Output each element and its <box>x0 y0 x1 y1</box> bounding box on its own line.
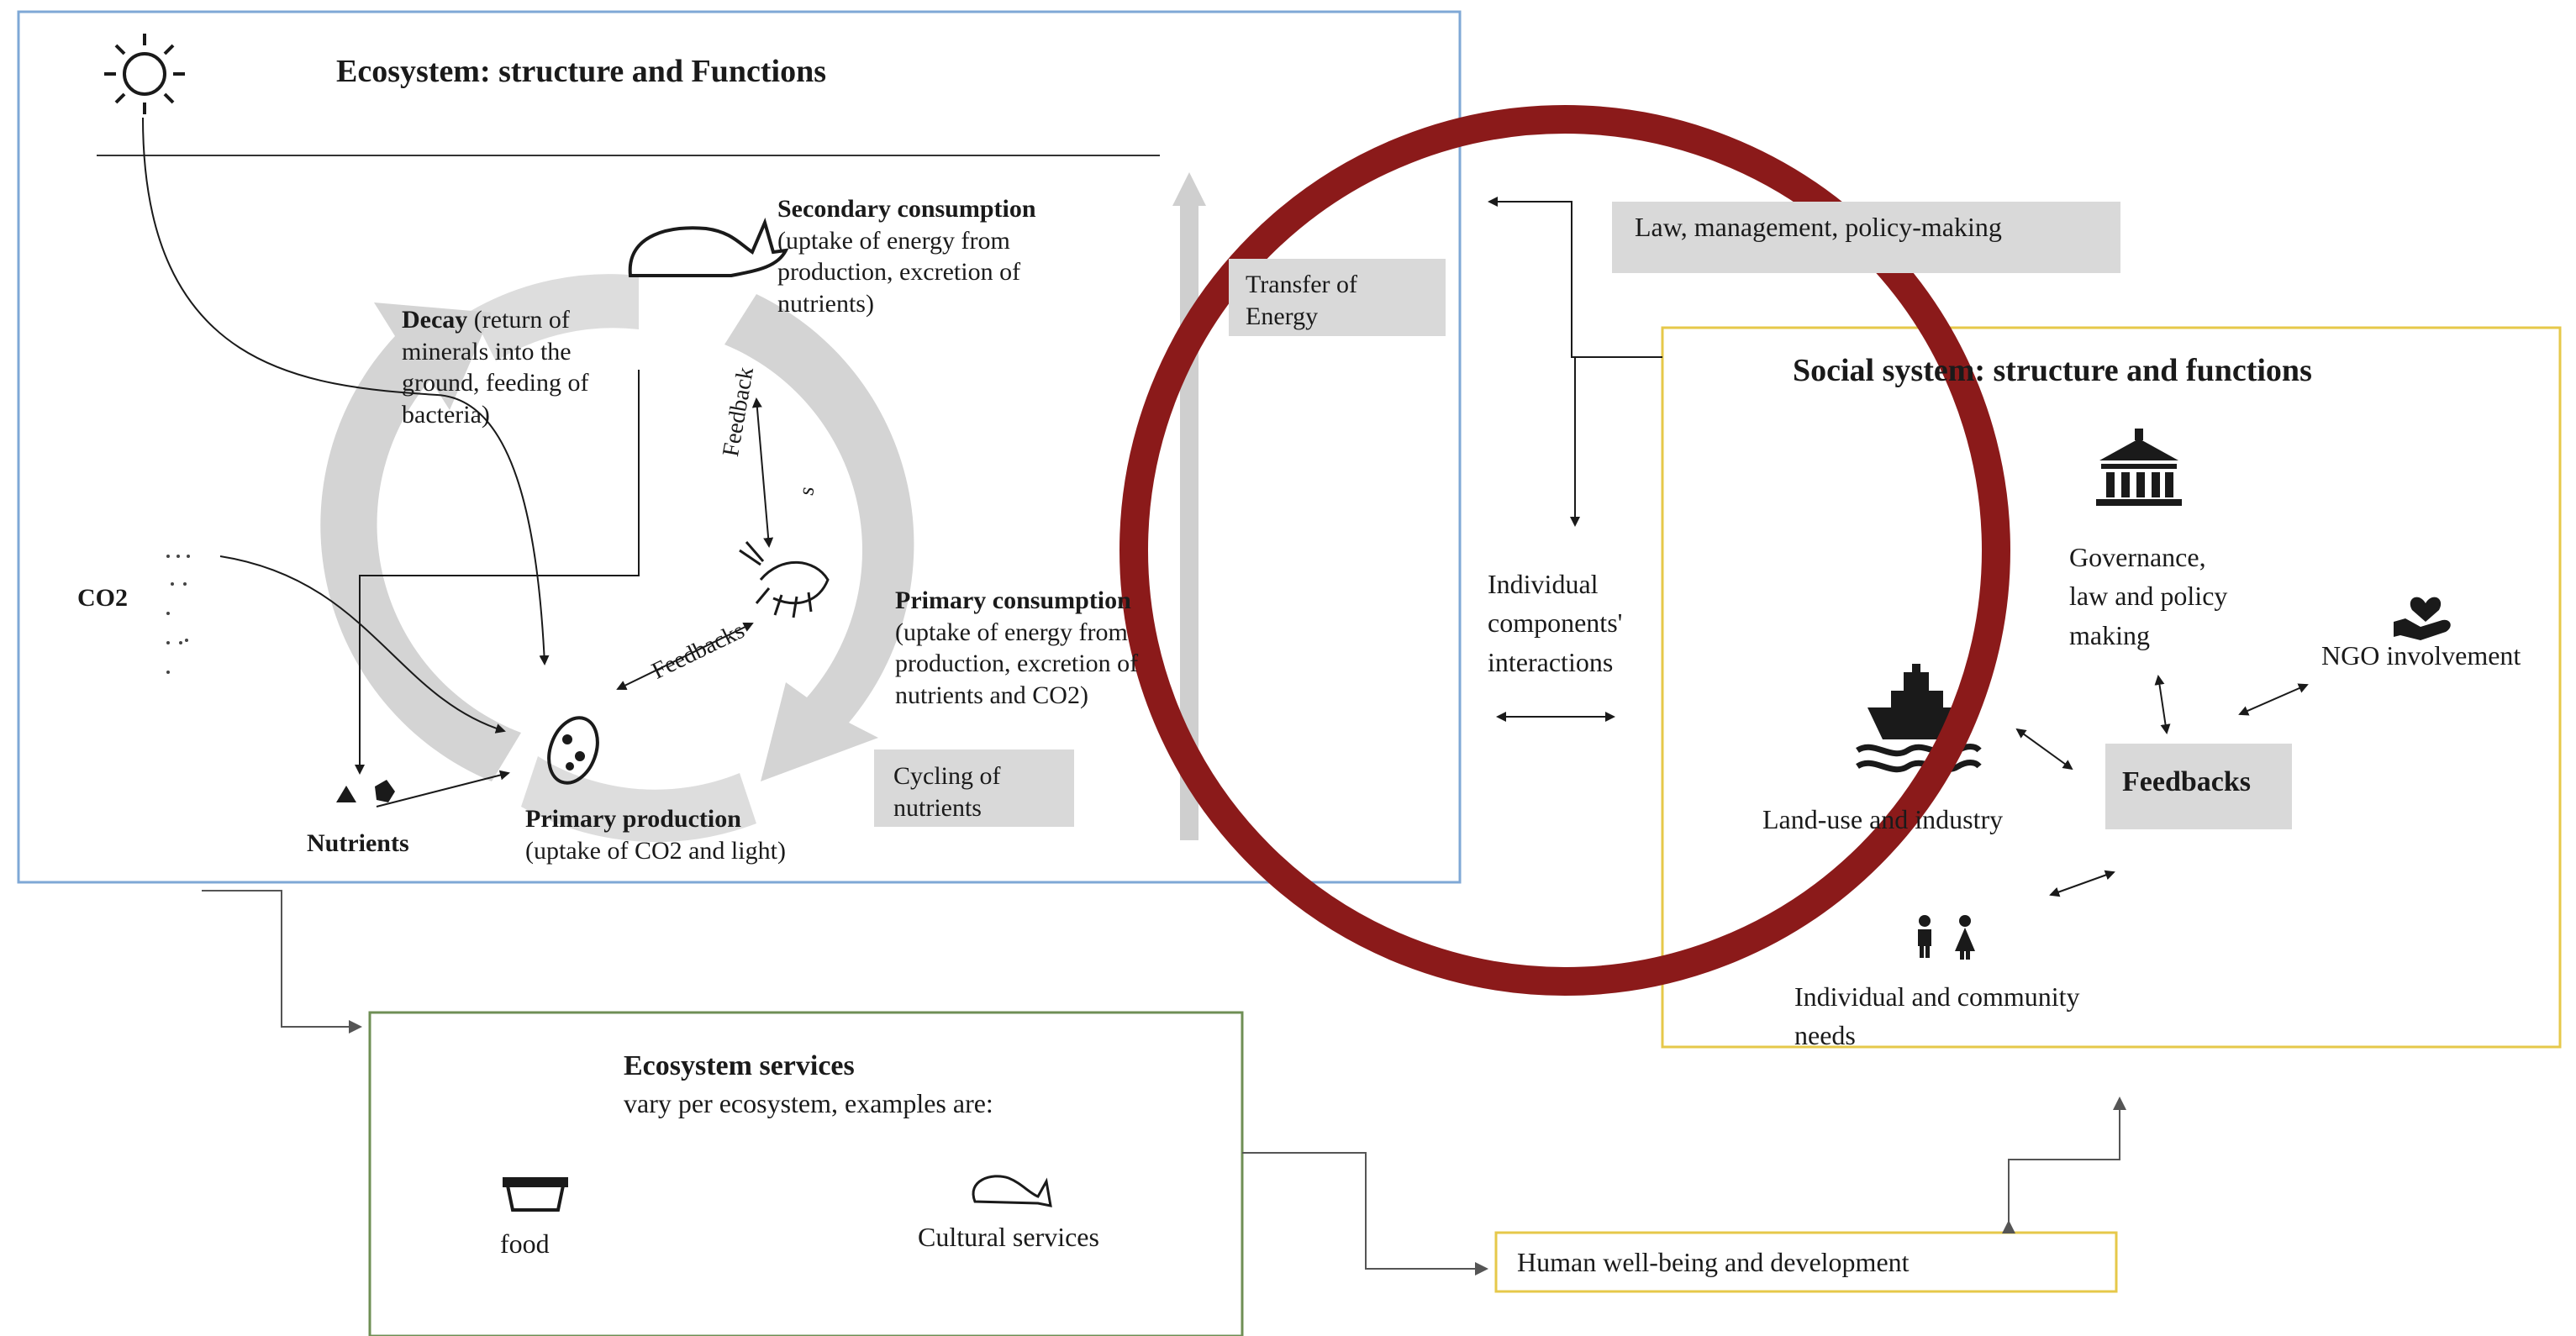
social-system-box <box>1661 326 2562 1049</box>
interactions-line-3: interactions <box>1488 646 1614 677</box>
whale-icon <box>628 218 789 277</box>
primary-production-label: Primary production (uptake of CO2 and li… <box>525 803 786 866</box>
ecosystem-box <box>17 10 1462 884</box>
wellbeing-to-social-line <box>2002 1097 2126 1233</box>
transfer-energy-label: Transfer of Energy <box>1246 269 1357 332</box>
governance-line-3: making <box>2069 619 2150 650</box>
feedbacks-box <box>2105 744 2292 829</box>
primary-production-line-1: (uptake of CO2 and light) <box>525 836 786 865</box>
nutrient-shapes-icon <box>336 780 395 802</box>
interactions-line-1: Individual <box>1488 569 1599 599</box>
social-to-law-line <box>1488 197 1662 358</box>
feedback-vertical-arrow <box>751 397 774 548</box>
cultural-services-label: Cultural services <box>918 1222 1099 1252</box>
transfer-energy-box <box>1229 259 1446 336</box>
governance-line-1: Governance, <box>2069 542 2206 572</box>
secondary-consumption-line-3: nutrients) <box>777 289 874 318</box>
transfer-line-1: Transfer of <box>1246 271 1358 298</box>
primary-consumption-line-3: nutrients and CO2) <box>895 681 1088 709</box>
secondary-consumption-heading: Secondary consumption <box>777 195 1036 223</box>
primary-consumption-label: Primary consumption (uptake of energy fr… <box>895 585 1138 711</box>
secondary-consumption-line-2: production, excretion of <box>777 258 1021 286</box>
wellbeing-label: Human well-being and development <box>1517 1247 1910 1277</box>
secondary-consumption-line-1: (uptake of energy from <box>777 226 1010 255</box>
law-management-box <box>1612 202 2120 273</box>
fish-icon <box>972 1175 1052 1207</box>
decay-line-1: (return of <box>473 306 570 334</box>
cycling-nutrients-label: Cycling of nutrients <box>893 760 1001 823</box>
interactions-label: Individual components' interactions <box>1488 565 1622 681</box>
community-feedbacks-arrow <box>2049 870 2115 897</box>
shrimp-icon <box>739 541 830 618</box>
primary-consumption-heading: Primary consumption <box>895 586 1131 614</box>
interactions-line-2: components' <box>1488 608 1623 639</box>
decay-line-4: bacteria) <box>402 400 490 429</box>
nutrients-label: Nutrients <box>307 829 409 857</box>
highlight-circle <box>1119 105 2010 996</box>
services-to-wellbeing-line <box>1242 1152 1488 1276</box>
feedbacks-diagonal-arrow <box>616 622 754 691</box>
ngo-feedbacks-arrow <box>2238 683 2309 716</box>
ecosystem-to-services-line <box>202 890 362 1034</box>
primary-consumption-line-1: (uptake of energy from <box>895 618 1128 646</box>
feedbacks-label: Feedbacks <box>2122 766 2251 797</box>
governance-line-2: law and policy <box>2069 581 2228 612</box>
industry-feedbacks-arrow <box>2015 728 2073 771</box>
ngo-label: NGO involvement <box>2321 640 2521 671</box>
community-label: Individual and community needs <box>1794 977 2080 1055</box>
secondary-consumption-label: Secondary consumption (uptake of energy … <box>777 193 1036 319</box>
governance-feedbacks-arrow <box>2154 675 2171 734</box>
cycling-line-1: Cycling of <box>893 762 1001 790</box>
decay-line-3: ground, feeding of <box>402 369 589 397</box>
services-subtitle: vary per ecosystem, examples are: <box>624 1088 993 1118</box>
food-bowl-icon <box>503 1177 568 1212</box>
primary-consumption-line-2: production, excretion of <box>895 650 1139 677</box>
decay-line-2: minerals into the <box>402 337 572 366</box>
people-icon <box>1918 915 1975 960</box>
land-use-label: Land-use and industry <box>1762 804 2004 834</box>
decay-heading: Decay <box>402 306 468 334</box>
food-label: food <box>500 1228 550 1259</box>
decay-path <box>355 370 640 775</box>
cycling-line-2: nutrients <box>893 793 982 822</box>
community-line-2: needs <box>1794 1020 1856 1051</box>
wellbeing-box <box>1494 1231 2118 1293</box>
sun-icon <box>104 34 185 114</box>
co2-dots-icon <box>166 555 190 674</box>
decay-label: Decay (return of minerals into the groun… <box>402 304 588 430</box>
government-building-icon <box>2096 429 2182 506</box>
community-line-1: Individual and community <box>1794 981 2080 1012</box>
primary-production-heading: Primary production <box>525 805 741 833</box>
co2-label: CO2 <box>77 584 128 612</box>
sunlight-arrow <box>142 117 550 665</box>
phytoplankton-icon <box>547 716 599 785</box>
co2-arrow <box>219 555 506 734</box>
cycling-nutrients-box <box>874 750 1074 827</box>
heart-hand-icon <box>2394 597 2451 640</box>
ecosystem-title: Ecosystem: structure and Functions <box>336 54 827 89</box>
ecosystem-services-box <box>368 1011 1244 1336</box>
nutrients-arrow <box>376 770 510 807</box>
law-management-label: Law, management, policy-making <box>1635 212 2002 242</box>
social-system-title: Social system: structure and functions <box>1793 353 2312 388</box>
governance-label: Governance, law and policy making <box>2069 538 2227 655</box>
transfer-line-2: Energy <box>1246 302 1319 330</box>
services-title: Ecosystem services <box>624 1050 855 1081</box>
